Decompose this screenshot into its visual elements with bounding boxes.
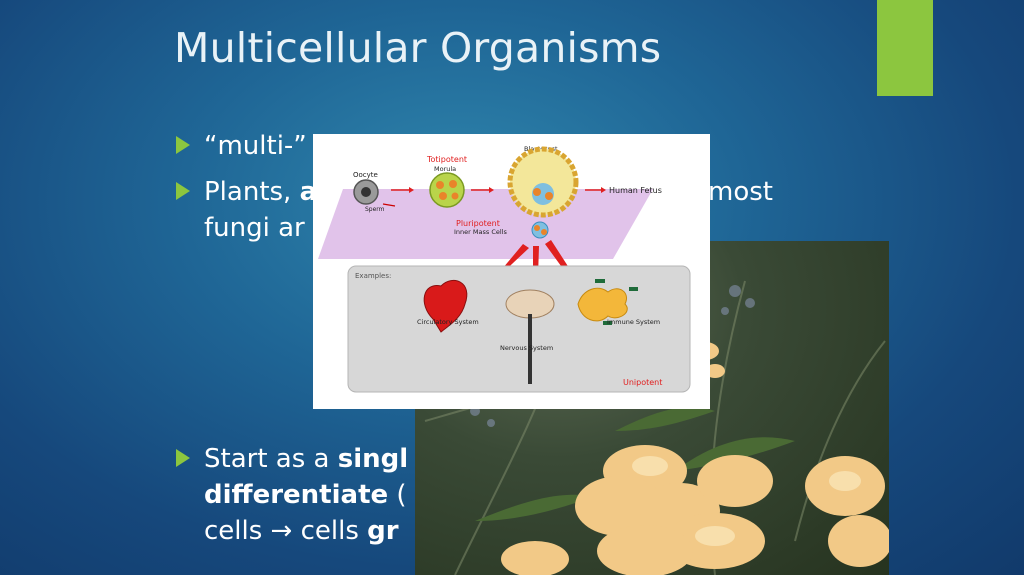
accent-bar (877, 0, 933, 96)
bullet-2-line-1-end: most (708, 177, 773, 207)
bullet-3-line-3: cells → cells gr (204, 516, 399, 546)
label-pluripotent: Pluripotent (456, 219, 500, 228)
bullet-triangle-icon (176, 136, 190, 154)
bullet-1-text: “multi-” (204, 131, 307, 161)
label-inner-mass: Inner Mass Cells (454, 228, 507, 236)
label-blastocyst: Blastocyst (524, 145, 558, 153)
stem-cell-diagram: Oocyte Sperm Totipotent Morula Blastocys… (313, 134, 710, 409)
label-circulatory: Circulatory System (417, 318, 479, 326)
label-oocyte: Oocyte (353, 171, 378, 179)
label-human-fetus: Human Fetus (609, 186, 662, 195)
bullet-2-line-1: Plants, a (204, 177, 318, 207)
label-examples: Examples: (355, 272, 391, 280)
label-unipotent: Unipotent (623, 378, 662, 387)
label-nervous: Nervous System (500, 344, 553, 352)
bullet-3-line-1: Start as a singl (204, 444, 409, 474)
slide-title: Multicellular Organisms (174, 24, 662, 72)
bullet-triangle-icon (176, 182, 190, 200)
label-sperm: Sperm (365, 206, 385, 213)
label-totipotent: Totipotent (426, 155, 467, 164)
label-immune: Immune System (607, 318, 660, 326)
bullet-2-line-2: fungi ar (204, 213, 305, 243)
label-morula: Morula (434, 165, 456, 173)
bullet-triangle-icon (176, 449, 190, 467)
bullet-3-line-2: differentiate ( (204, 480, 407, 510)
